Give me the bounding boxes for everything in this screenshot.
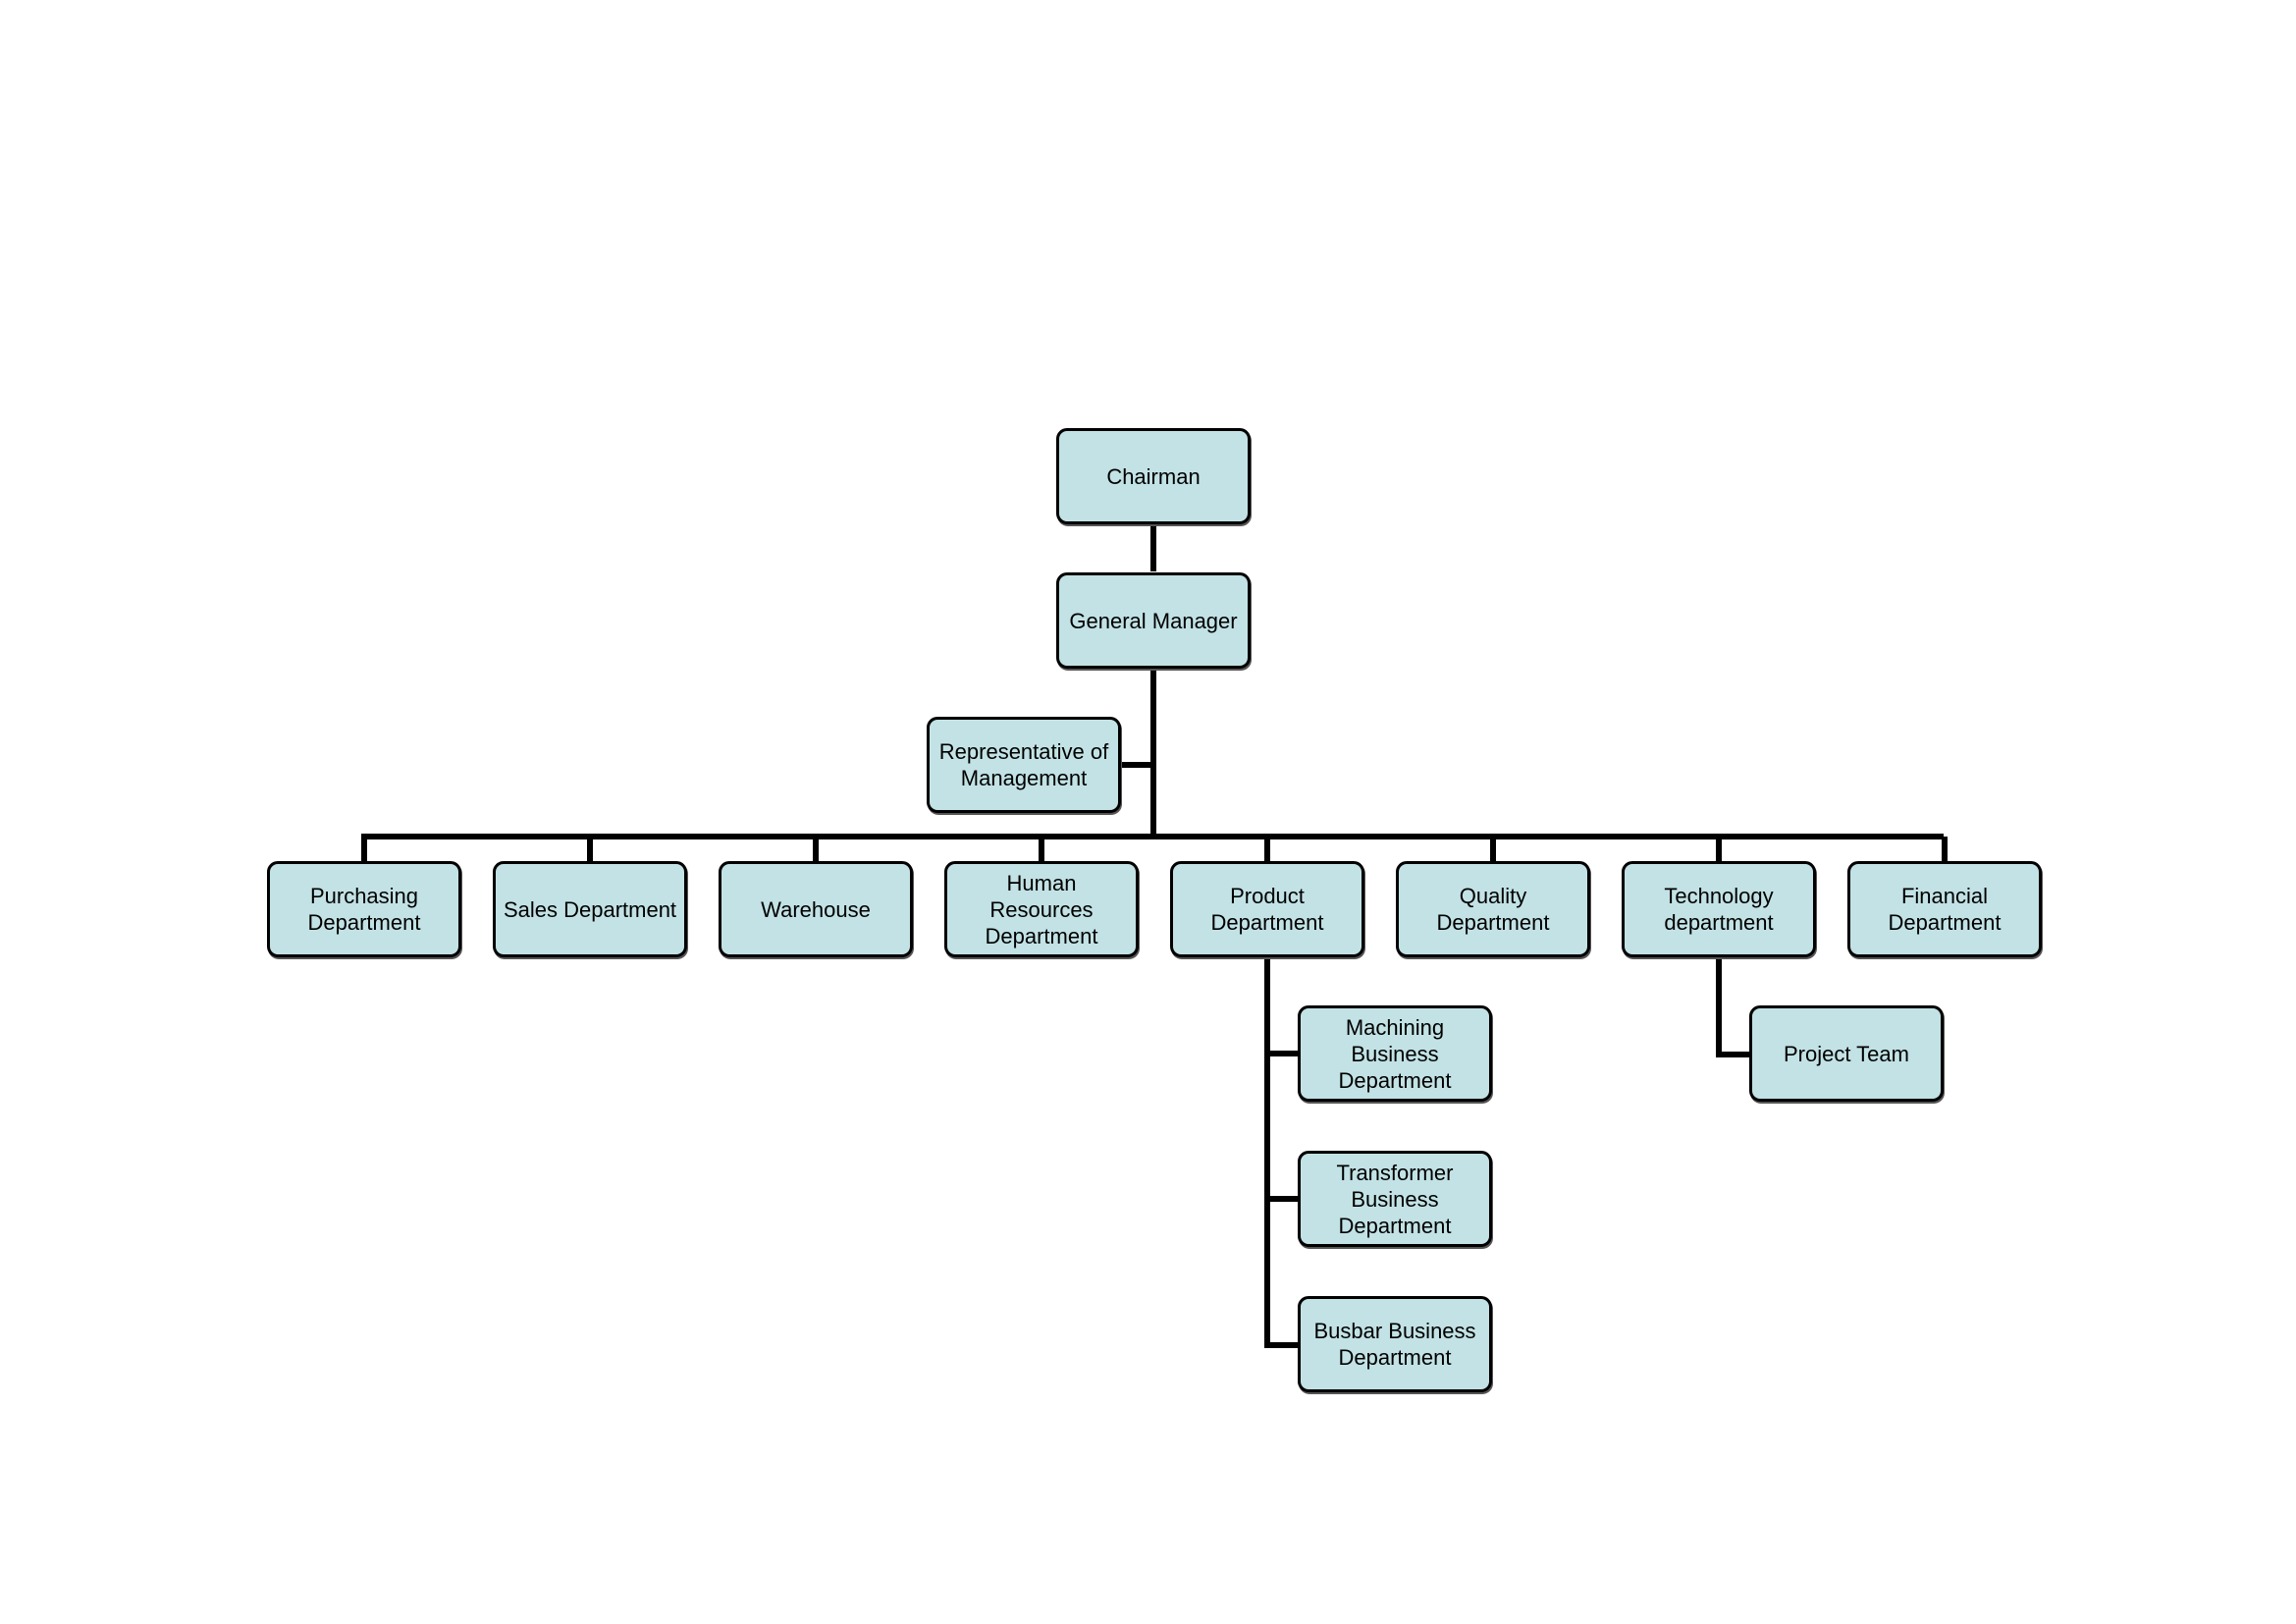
node-busbar-business-department: Busbar Business Department: [1298, 1296, 1492, 1392]
connector-chairman-gm: [1150, 524, 1156, 571]
connector-product-trunk: [1264, 957, 1270, 1348]
connector-drop-sales: [587, 837, 593, 862]
connector-drop-product: [1264, 837, 1270, 862]
node-transformer-business-department: Transformer Business Department: [1298, 1151, 1492, 1247]
node-warehouse: Warehouse: [719, 861, 913, 957]
node-product-department: Product Department: [1170, 861, 1364, 957]
node-technology-department: Technology department: [1622, 861, 1816, 957]
connector-representative: [1121, 762, 1153, 768]
connector-drop-financial: [1942, 837, 1948, 862]
connector-department-bus: [361, 834, 1944, 839]
connector-drop-technology: [1716, 837, 1722, 862]
connector-drop-quality: [1490, 837, 1496, 862]
connector-drop-human-resources: [1039, 837, 1044, 862]
connector-technology-trunk: [1716, 957, 1722, 1057]
node-representative-of-management: Representative of Management: [927, 717, 1121, 813]
node-financial-department: Financial Department: [1847, 861, 2042, 957]
node-human-resources-department: Human Resources Department: [944, 861, 1139, 957]
node-project-team: Project Team: [1749, 1005, 1944, 1102]
node-chairman: Chairman: [1056, 428, 1251, 524]
connector-project-team: [1716, 1052, 1751, 1057]
node-quality-department: Quality Department: [1396, 861, 1590, 957]
connector-busbar: [1264, 1342, 1298, 1348]
connector-transformer: [1264, 1196, 1298, 1202]
node-machining-business-department: Machining Business Department: [1298, 1005, 1492, 1102]
connector-machining: [1264, 1051, 1298, 1056]
node-general-manager: General Manager: [1056, 572, 1251, 669]
connector-drop-purchasing: [361, 837, 367, 862]
node-sales-department: Sales Department: [493, 861, 687, 957]
node-purchasing-department: Purchasing Department: [267, 861, 461, 957]
connector-gm-trunk: [1150, 669, 1156, 839]
connector-drop-warehouse: [813, 837, 819, 862]
